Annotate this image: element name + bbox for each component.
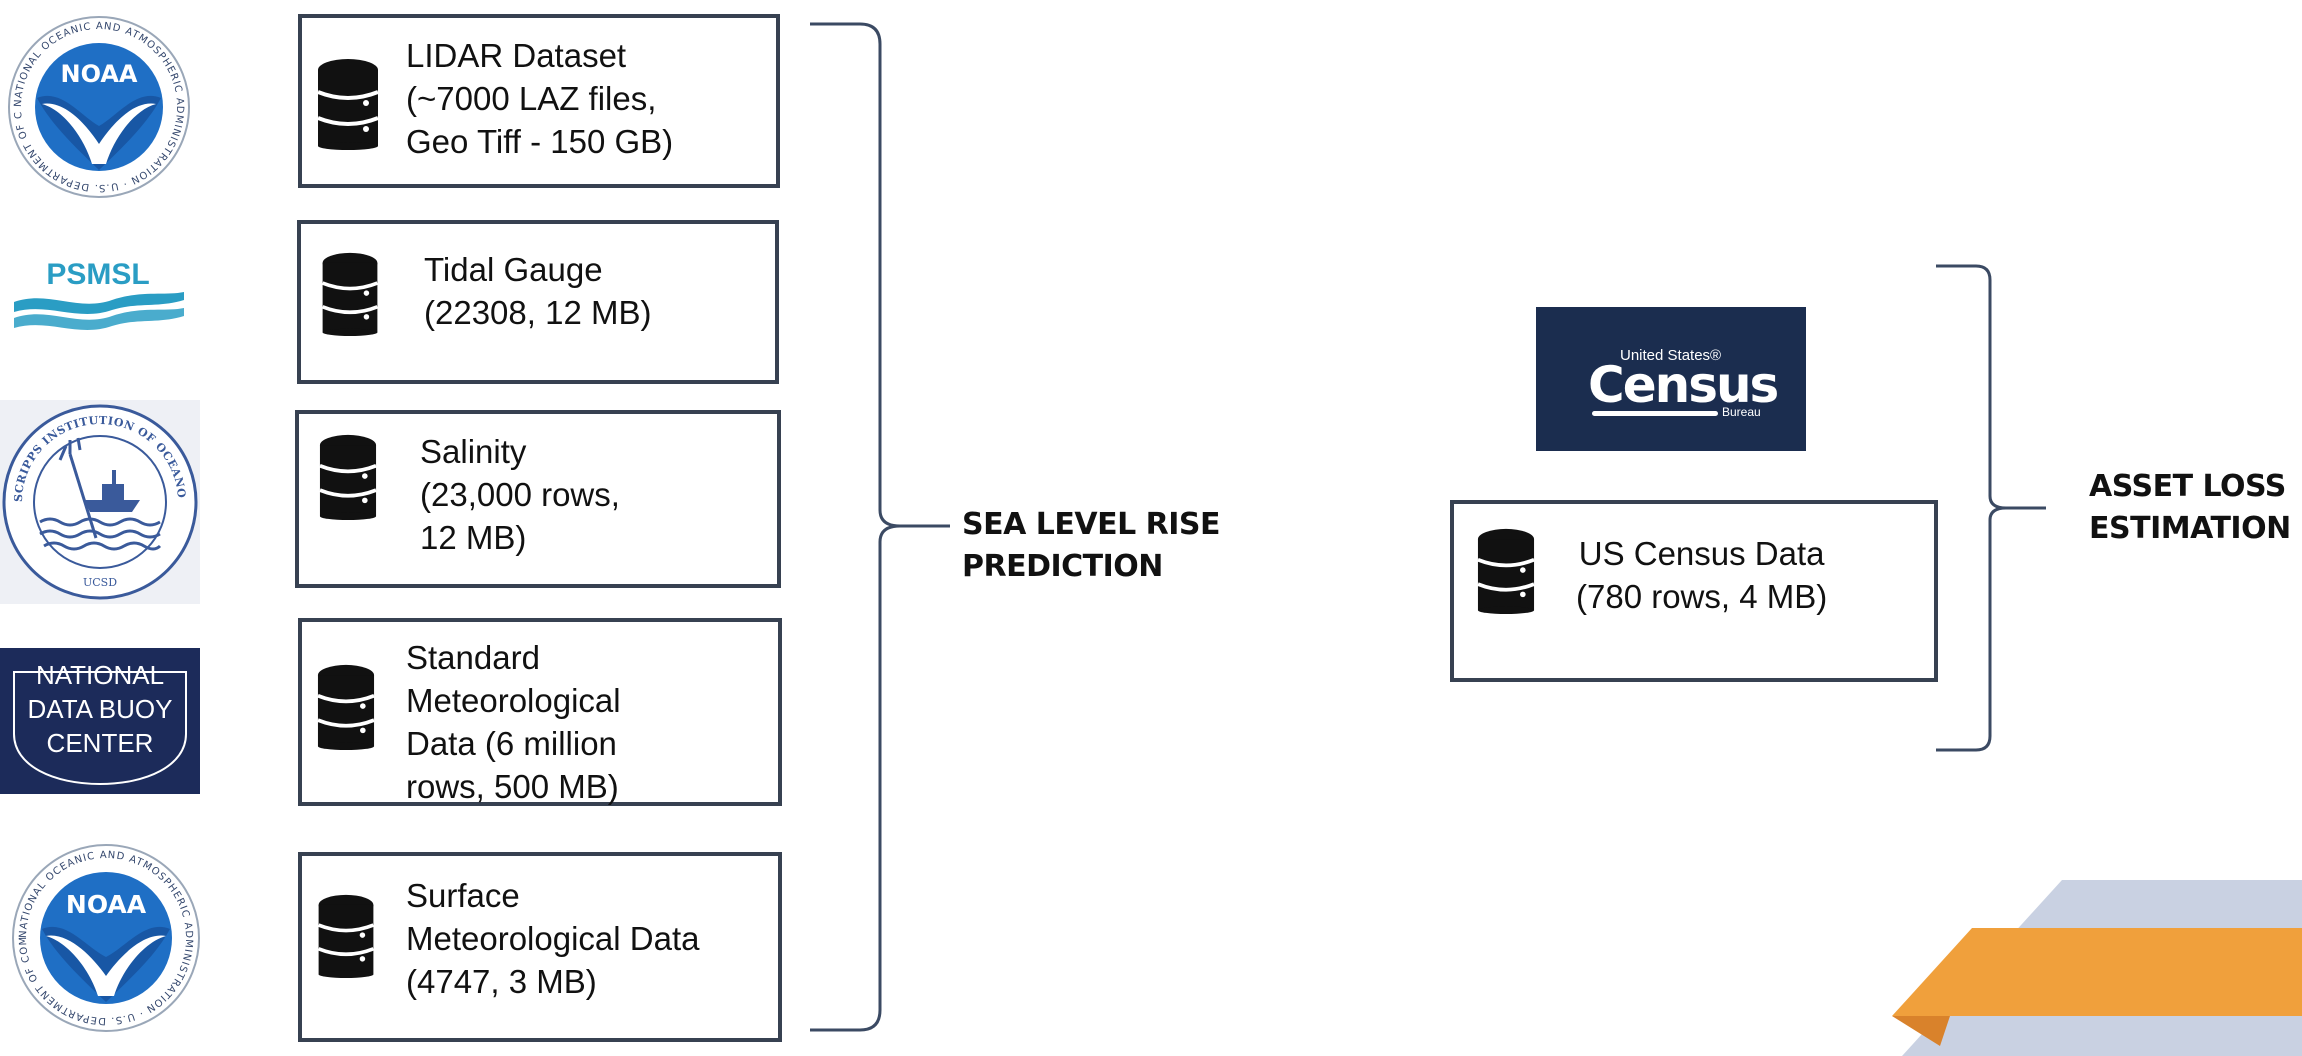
- dataset-box-surface-meteorological: [298, 852, 782, 1042]
- noaa-logo-top: NATIONAL OCEANIC AND ATMOSPHERIC ADMINIS…: [6, 14, 190, 198]
- database-icon: [1477, 528, 1535, 614]
- ndbc-line-3: CENTER: [46, 728, 154, 758]
- census-logo: United States® Census Bureau: [1536, 307, 1806, 451]
- dataset-text-salinity: Salinity (23,000 rows, 12 MB): [420, 433, 620, 556]
- sea-level-bracket: [810, 22, 950, 1032]
- dataset-text-tidal-gauge: Tidal Gauge (22308, 12 MB): [424, 251, 652, 331]
- database-icon: [317, 59, 379, 150]
- dataset-box-standard-meteorological: [298, 618, 782, 806]
- dataset-box-lidar: [298, 14, 780, 188]
- database-icon: [321, 252, 379, 336]
- ndbc-logo: NATIONAL DATA BUOY CENTER: [0, 648, 200, 794]
- dataset-text-lidar: LIDAR Dataset (~7000 LAZ files, Geo Tiff…: [406, 37, 674, 160]
- dataset-text-standard-meteorological: Standard Meteorological Data (6 million …: [406, 639, 621, 805]
- scripps-ucsd-text: UCSD: [83, 576, 117, 589]
- noaa-wordmark: NOAA: [66, 890, 147, 919]
- noaa-logo-bottom: NATIONAL OCEANIC AND ATMOSPHERIC ADMINIS…: [6, 842, 200, 1032]
- ndbc-line-1: NATIONAL: [35, 660, 165, 690]
- dataset-text-surface-meteorological: Surface Meteorological Data (4747, 3 MB): [406, 877, 700, 1000]
- asset-loss-bracket: [1936, 264, 2046, 752]
- noaa-wordmark: NOAA: [61, 60, 138, 88]
- psmsl-logo: PSMSL: [14, 258, 184, 330]
- scripps-ucsd-logo: SCRIPPS INSTITUTION OF OCEANOGRAPHY UCSD: [0, 400, 200, 604]
- asset-loss-estimation-label: ASSET LOSS ESTIMATION: [2089, 469, 2291, 546]
- census-bottom-text: Bureau: [1722, 405, 1761, 419]
- database-icon: [317, 894, 375, 978]
- sea-level-rise-label: SEA LEVEL RISE PREDICTION: [962, 507, 1221, 584]
- census-top-text: United States®: [1620, 347, 1722, 364]
- census-wordmark: Census: [1588, 356, 1779, 414]
- psmsl-wordmark: PSMSL: [46, 258, 149, 291]
- database-icon: [317, 664, 375, 750]
- corner-accent-shape: [1892, 880, 2302, 1056]
- dataset-text-us-census: US Census Data (780 rows, 4 MB): [1576, 535, 1828, 615]
- database-icon: [319, 434, 377, 520]
- ndbc-line-2: DATA BUOY: [27, 694, 173, 724]
